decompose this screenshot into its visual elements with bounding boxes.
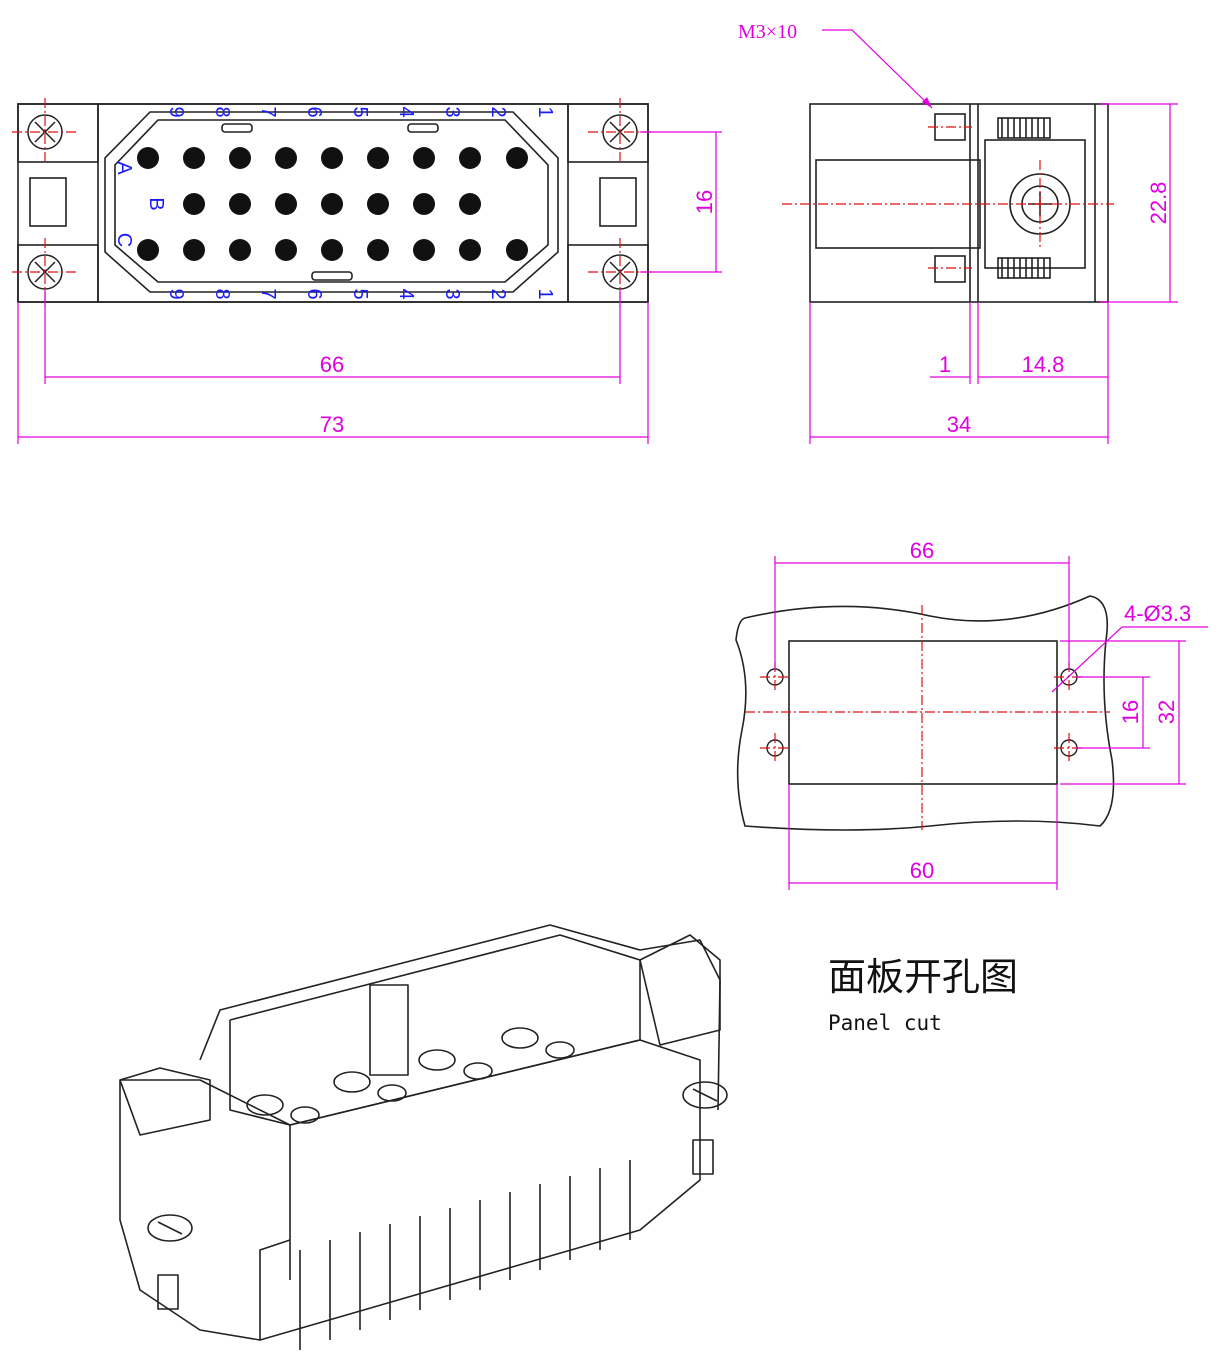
dim-panel-hole-vertical: 16 <box>1118 700 1143 724</box>
contact-A8 <box>183 147 205 169</box>
contact-C9 <box>137 239 159 261</box>
pin-number-top-9: 9 <box>165 106 187 117</box>
contact-C4 <box>367 239 389 261</box>
contact-B7 <box>229 193 251 215</box>
isometric-view <box>119 924 728 1350</box>
contact-C5 <box>321 239 343 261</box>
panel-outline <box>735 595 1115 831</box>
dim-side-height: 22.8 <box>1146 182 1171 225</box>
contact-A6 <box>275 147 297 169</box>
pin-number-bottom-2: 2 <box>487 288 509 299</box>
contact-C1 <box>506 239 528 261</box>
caption-panel-cut-en: Panel cut <box>828 1011 942 1035</box>
pin-number-top-7: 7 <box>257 106 279 117</box>
insert-outline <box>114 119 549 283</box>
pin-number-bottom-5: 5 <box>349 288 371 299</box>
front-screws <box>12 98 654 310</box>
contact-C8 <box>183 239 205 261</box>
contact-A4 <box>367 147 389 169</box>
contact-C6 <box>275 239 297 261</box>
contact-A5 <box>321 147 343 169</box>
pin-number-top-2: 2 <box>487 106 509 117</box>
dim-panel-cut-height: 32 <box>1154 700 1179 724</box>
pin-number-top-3: 3 <box>441 106 463 117</box>
thread-stud-bottom <box>934 255 1051 283</box>
housing-frame <box>97 103 569 303</box>
contact-C7 <box>229 239 251 261</box>
row-letter-labels: A B C <box>113 161 167 247</box>
latch-right <box>599 177 637 227</box>
contact-C3 <box>413 239 435 261</box>
contact-B8 <box>183 193 205 215</box>
side-outline <box>809 103 1109 303</box>
dim-front-overall-width: 73 <box>320 412 344 437</box>
contact-pins <box>137 147 528 261</box>
contact-B6 <box>275 193 297 215</box>
contact-A9 <box>137 147 159 169</box>
dim-panel-hole-spacing: 66 <box>910 538 934 563</box>
contact-B2 <box>459 193 481 215</box>
thread-callout: M3×10 <box>738 21 797 43</box>
dim-side-overall: 34 <box>947 412 971 437</box>
pin-number-top-1: 1 <box>534 106 556 117</box>
iso-contacts <box>246 1027 575 1124</box>
pin-number-bottom-7: 7 <box>257 288 279 299</box>
ear-bottom-right <box>567 244 649 303</box>
contact-C2 <box>459 239 481 261</box>
pin-number-bottom-4: 4 <box>395 288 417 299</box>
pin-number-top-6: 6 <box>303 106 325 117</box>
latch-left <box>29 177 67 227</box>
front-view <box>17 103 649 303</box>
dim-side-gap: 1 <box>939 352 951 377</box>
dim-panel-hole-spec: 4-Ø3.3 <box>1124 601 1191 626</box>
row-label-A: A <box>113 161 135 175</box>
contact-B5 <box>321 193 343 215</box>
contact-A2 <box>459 147 481 169</box>
screw-icon <box>147 1214 193 1310</box>
caption-panel-cut-zh: 面板开孔图 <box>828 955 1018 999</box>
contact-A3 <box>413 147 435 169</box>
thread-callout-leader <box>822 29 933 109</box>
panel-dimensions <box>774 556 1208 890</box>
ear-top-right <box>567 103 649 163</box>
row-label-C: C <box>113 233 135 247</box>
insert-outer <box>104 111 559 293</box>
contact-B3 <box>413 193 435 215</box>
ear-top-left <box>17 103 99 163</box>
contact-B4 <box>367 193 389 215</box>
pin-number-bottom-9: 9 <box>165 288 187 299</box>
ear-bottom-left <box>17 244 99 303</box>
row-label-B: B <box>145 197 167 210</box>
dim-front-hole-spacing: 66 <box>320 352 344 377</box>
dim-side-depth: 14.8 <box>1022 352 1065 377</box>
pin-number-bottom-3: 3 <box>441 288 463 299</box>
panel-cut-view <box>735 595 1115 831</box>
pin-number-bottom-8: 8 <box>211 288 233 299</box>
dim-panel-cut-width: 60 <box>910 858 934 883</box>
screw-icon <box>682 1081 728 1175</box>
side-centerlines <box>782 126 1114 269</box>
front-dimensions <box>17 131 722 444</box>
pin-number-labels: 9 8 7 6 5 4 3 2 1 9 8 7 6 5 4 3 2 1 <box>165 106 556 299</box>
pin-number-bottom-1: 1 <box>534 288 556 299</box>
pin-number-bottom-6: 6 <box>303 288 325 299</box>
contact-A1 <box>506 147 528 169</box>
contact-A7 <box>229 147 251 169</box>
pin-number-top-5: 5 <box>349 106 371 117</box>
pin-number-top-8: 8 <box>211 106 233 117</box>
side-dimensions <box>809 103 1178 444</box>
pin-number-top-4: 4 <box>395 106 417 117</box>
dim-front-height: 16 <box>692 190 717 214</box>
side-view <box>809 103 1109 303</box>
